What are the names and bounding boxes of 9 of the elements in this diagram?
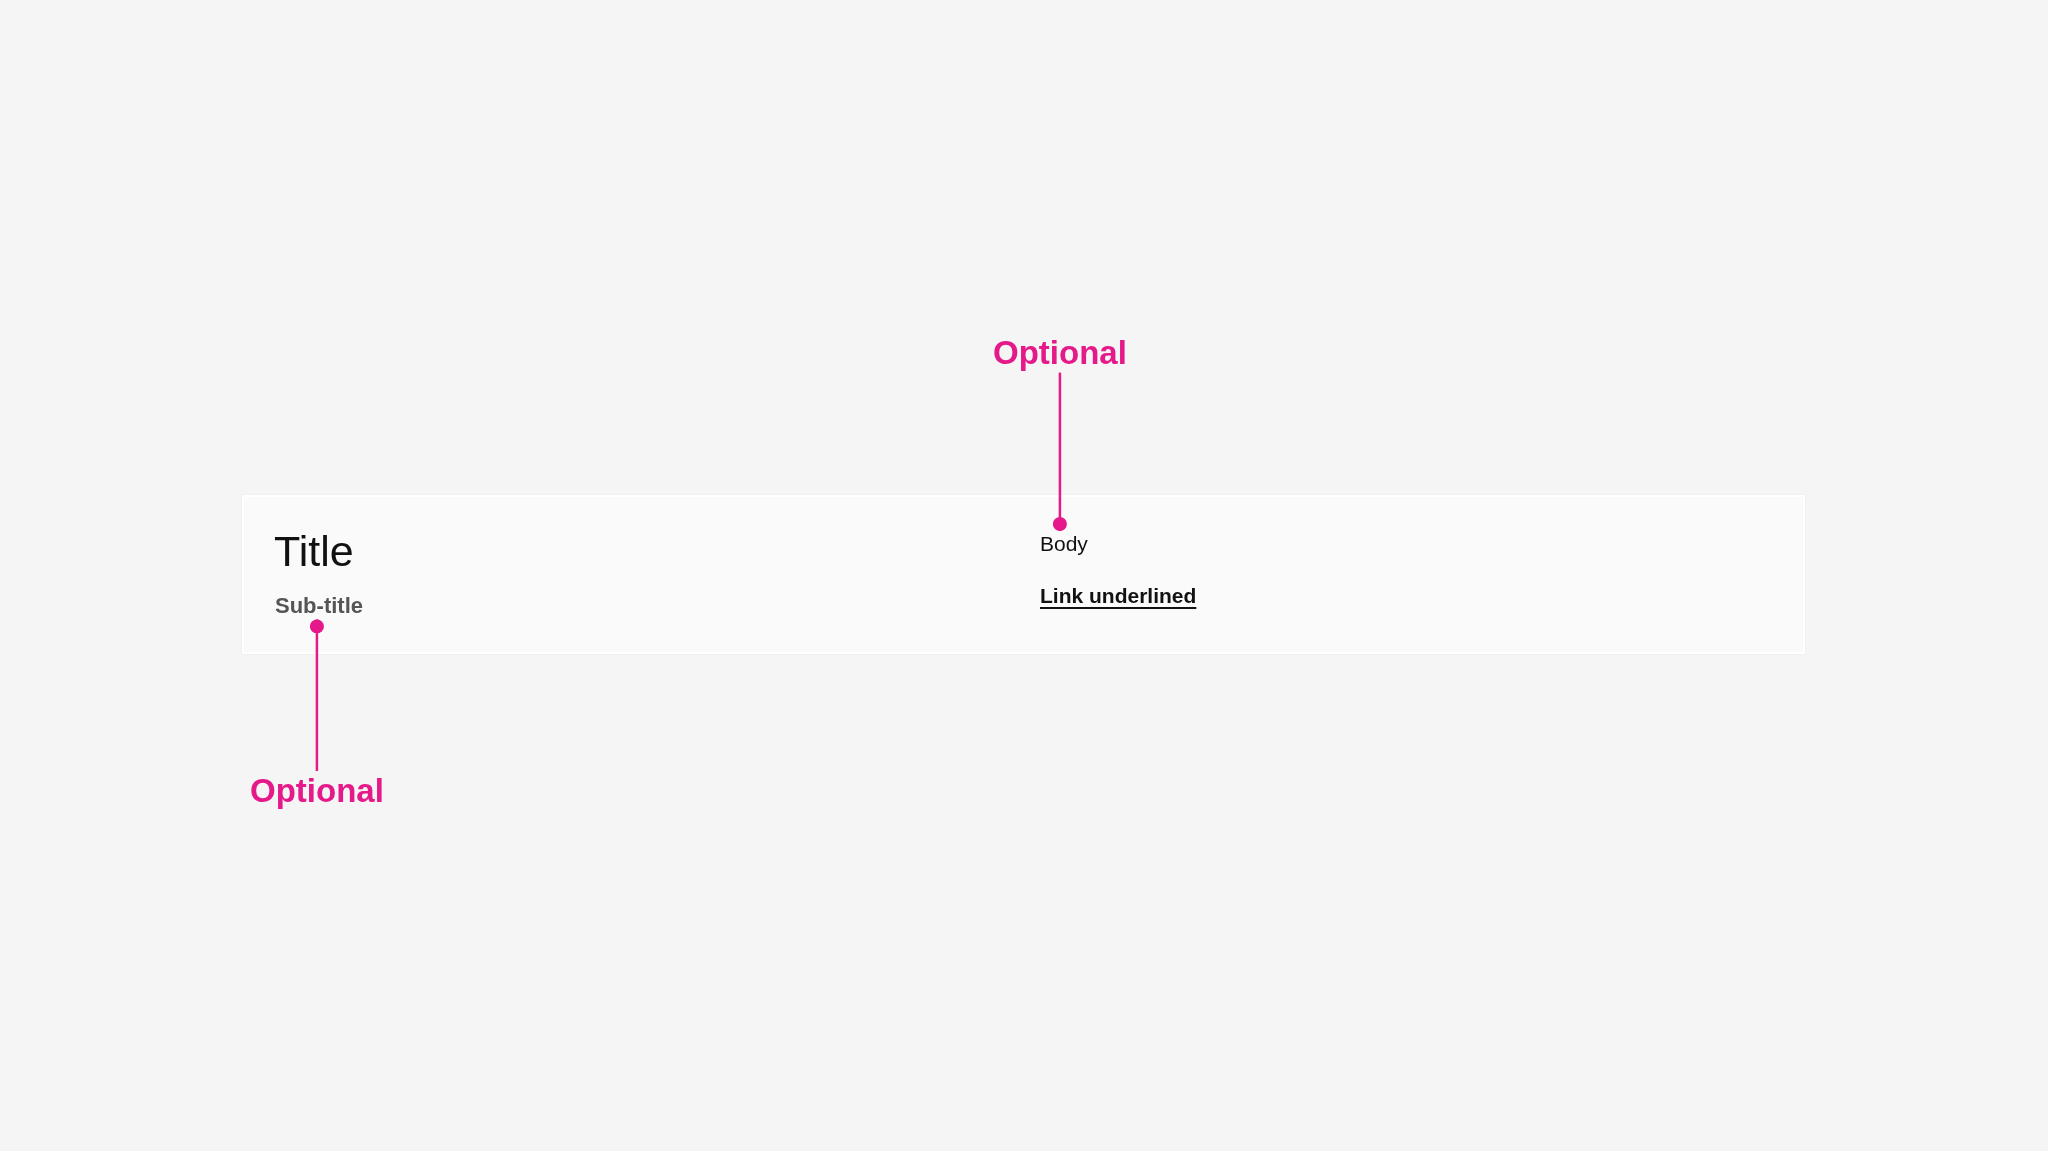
title: Title: [274, 526, 354, 577]
callout-label: Optional: [993, 333, 1127, 373]
body-text: Body: [1040, 531, 1088, 557]
leader-line: [1052, 372, 1067, 531]
leader-line: [309, 619, 324, 771]
card: [242, 495, 1805, 654]
subtitle: Sub-title: [275, 593, 363, 620]
link: Link underlined: [1040, 583, 1197, 609]
callout-label: Optional: [250, 771, 384, 811]
